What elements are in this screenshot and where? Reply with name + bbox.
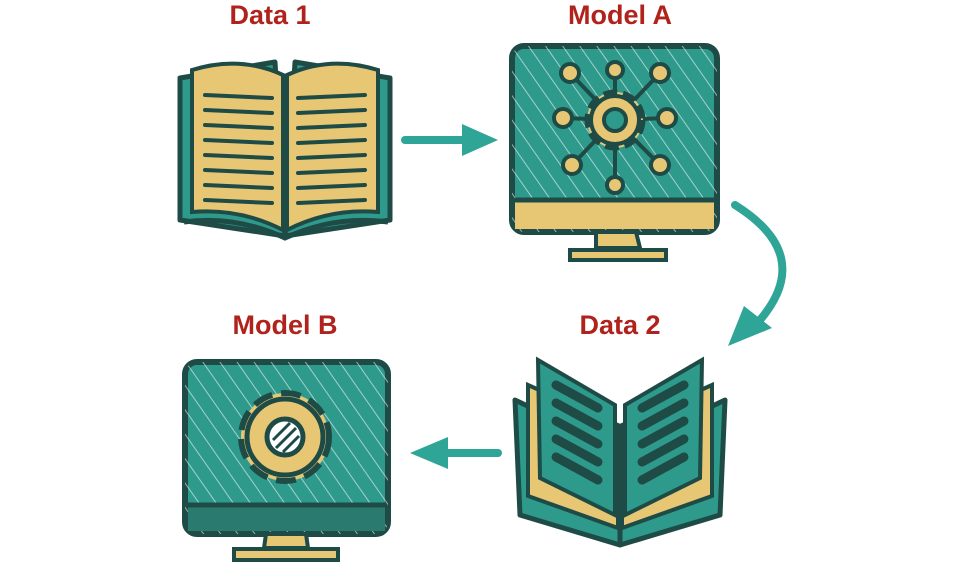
monitor-gear-icon-model-b (182, 359, 391, 562)
gear-icon (238, 390, 332, 484)
arrow-data2-to-modelB (410, 437, 502, 469)
monitor-network-gear-icon-model-a (509, 43, 720, 262)
gear-icon (584, 89, 646, 151)
open-book-icon-data-2 (512, 356, 728, 548)
open-book-icon-data-1 (177, 59, 393, 241)
label-model-a: Model A (568, 0, 672, 30)
label-data-2: Data 2 (579, 310, 661, 340)
arrow-data1-to-modelA (401, 124, 498, 156)
label-data-1: Data 1 (229, 0, 311, 30)
arrow-modelA-to-data2 (728, 201, 787, 346)
label-model-b: Model B (232, 310, 338, 340)
